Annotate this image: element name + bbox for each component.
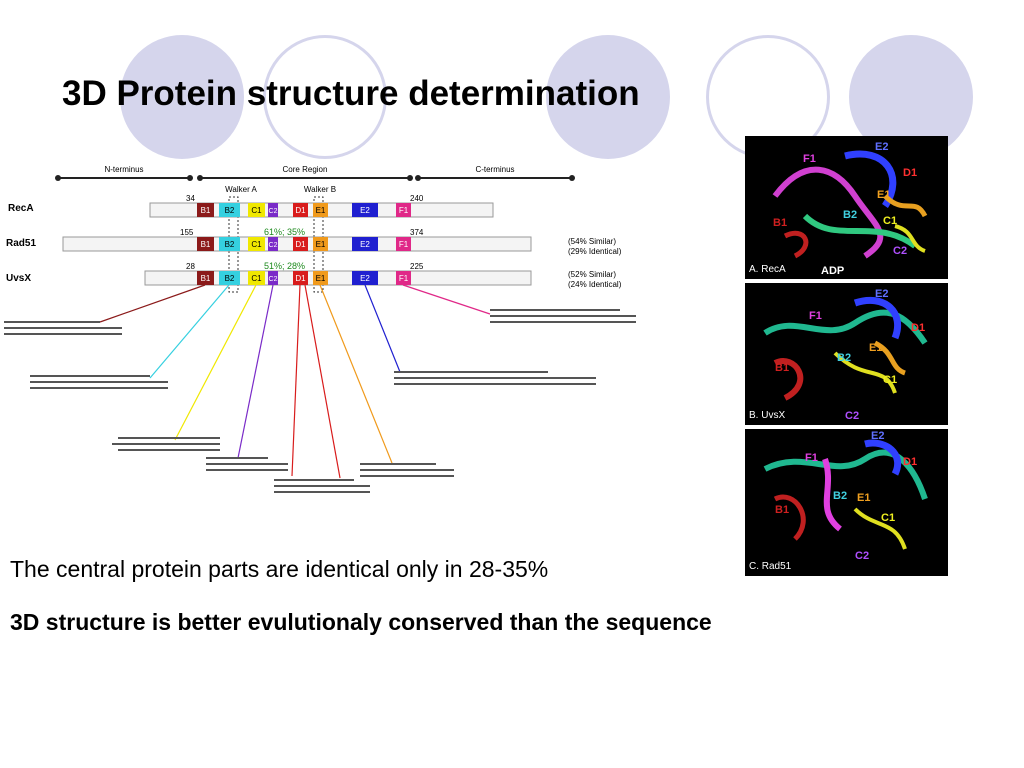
svg-text:D1: D1 [903,456,917,468]
similarity-stat: (52% Similar) [568,270,616,279]
domain-row-uvsx: B1 B2 C1 C2 D1 E1 E2 F1 [197,271,411,285]
svg-text:E2: E2 [360,274,370,283]
svg-text:C1: C1 [251,240,262,249]
svg-text:B1: B1 [773,217,787,229]
svg-text:B2: B2 [833,490,847,502]
svg-text:C1: C1 [883,215,897,227]
protein-structure-image: F1 E2 D1 E1 B1 B2 C1 C2 ADP [772,141,928,277]
svg-text:E2: E2 [360,206,370,215]
structure-panel-reca: F1 E2 D1 E1 B1 B2 C1 C2 ADP A. RecA [745,136,948,279]
svg-text:F1: F1 [399,240,409,249]
svg-text:D1: D1 [295,274,306,283]
svg-text:D1: D1 [903,167,917,179]
range-label: 240 [410,194,424,203]
domain-row-reca: B1 B2 C1 C2 D1 E1 E2 F1 [197,203,411,217]
svg-text:D1: D1 [911,322,925,334]
svg-text:E1: E1 [316,206,326,215]
connector-lines [99,284,491,479]
svg-text:C2: C2 [269,208,278,215]
sequence-blocks [4,309,636,493]
pair-stat: 51%; 28% [264,261,305,271]
svg-text:B2: B2 [843,209,857,221]
svg-text:B2: B2 [225,240,235,249]
range-label: 225 [410,262,424,271]
protein-structure-image: F1 E2 D1 E1 B1 B2 C1 C2 [763,430,928,562]
svg-text:D1: D1 [295,240,306,249]
identity-stat: (24% Identical) [568,280,622,289]
svg-text:C1: C1 [251,206,262,215]
panel-caption: B. UvsX [749,410,786,421]
svg-text:F1: F1 [399,206,409,215]
svg-text:E1: E1 [869,342,882,354]
svg-text:B1: B1 [775,504,789,516]
svg-text:C2: C2 [893,245,907,257]
protein-name: UvsX [6,273,31,284]
svg-text:E1: E1 [857,492,870,504]
svg-text:C2: C2 [269,276,278,283]
svg-text:E2: E2 [875,288,888,300]
slide-title: 3D Protein structure determination [62,74,640,113]
decor-circle [546,35,670,159]
svg-text:C2: C2 [269,242,278,249]
svg-text:C1: C1 [251,274,262,283]
svg-text:C1: C1 [883,374,897,386]
svg-text:D1: D1 [295,206,306,215]
svg-text:E1: E1 [316,240,326,249]
body-text-bold: 3D structure is better evulutionaly cons… [10,609,712,635]
panel-caption: A. RecA [749,264,786,275]
svg-text:E2: E2 [875,141,888,153]
region-label: C-terminus [475,165,514,174]
svg-text:C2: C2 [845,410,859,422]
range-label: 34 [186,194,195,203]
range-label: 28 [186,262,195,271]
svg-text:E2: E2 [871,430,884,442]
svg-text:B1: B1 [201,240,211,249]
decor-circle [120,35,244,159]
body-text: The central protein parts are identical … [10,556,549,582]
range-label: 155 [180,228,194,237]
svg-text:B1: B1 [201,206,211,215]
svg-text:F1: F1 [803,153,816,165]
range-label: 374 [410,228,424,237]
svg-text:B2: B2 [837,352,851,364]
domain-diagram: N-terminus Core Region C-terminus Walker… [4,165,636,493]
region-label: Core Region [283,165,328,174]
svg-text:B1: B1 [201,274,211,283]
protein-name: RecA [8,203,34,214]
svg-text:ADP: ADP [821,265,844,277]
similarity-stat: (54% Similar) [568,237,616,246]
svg-text:C1: C1 [881,512,895,524]
svg-text:E1: E1 [316,274,326,283]
structure-panel-rad51: F1 E2 D1 E1 B1 B2 C1 C2 C. Rad51 [745,429,948,576]
svg-text:B2: B2 [225,206,235,215]
svg-text:F1: F1 [399,274,409,283]
svg-text:B1: B1 [775,362,789,374]
decor-circle [263,35,387,159]
svg-text:E1: E1 [877,189,890,201]
motif-label: Walker B [304,185,336,194]
protein-name: Rad51 [6,238,36,249]
svg-text:C2: C2 [855,550,869,562]
svg-text:F1: F1 [809,310,822,322]
motif-label: Walker A [225,185,257,194]
panel-caption: C. Rad51 [749,561,792,572]
svg-text:B2: B2 [225,274,235,283]
identity-stat: (29% Identical) [568,247,622,256]
svg-text:F1: F1 [805,452,818,464]
domain-row-rad51: B1 B2 C1 C2 D1 E1 E2 F1 [197,237,411,251]
pair-stat: 61%; 35% [264,227,305,237]
region-label: N-terminus [104,165,143,174]
protein-structure-image: E2 F1 D1 E1 B2 B1 C1 C2 [763,288,928,422]
structure-panel-uvsx: E2 F1 D1 E1 B2 B1 C1 C2 B. UvsX [745,283,948,425]
svg-text:E2: E2 [360,240,370,249]
